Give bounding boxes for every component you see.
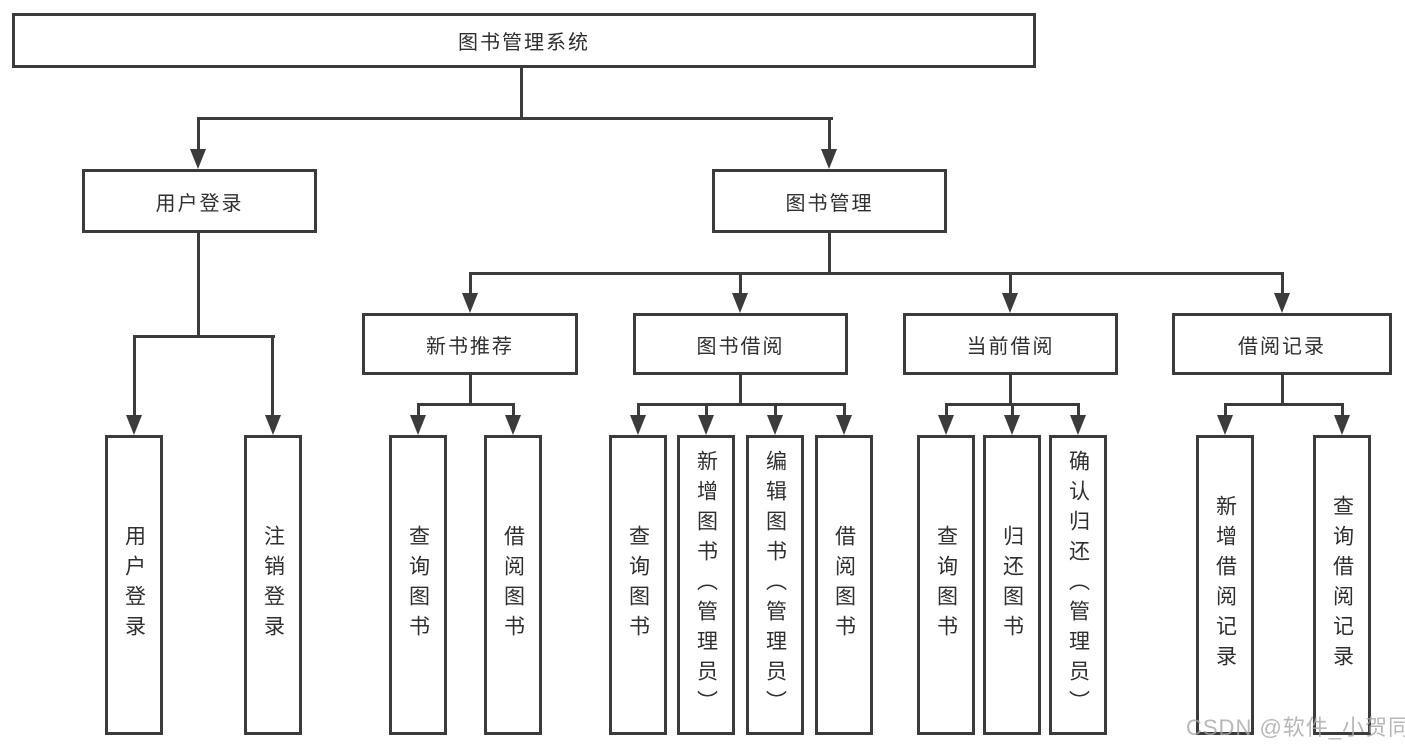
node-label: 注销登录 <box>261 525 285 645</box>
arrow-down-icon <box>630 415 646 435</box>
arrow-down-icon <box>1002 293 1018 313</box>
connector-line <box>271 335 274 417</box>
arrow-down-icon <box>1274 293 1290 313</box>
connector-line <box>739 272 742 295</box>
arrow-down-icon <box>767 415 783 435</box>
node-query-books-recommend: 查询图书 <box>389 435 447 735</box>
node-book-management: 图书管理 <box>712 169 947 233</box>
node-label: 图书借阅 <box>696 335 785 358</box>
node-library-management-system: 图书管理系统 <box>12 13 1036 68</box>
connector-line <box>133 335 136 417</box>
arrow-down-icon <box>265 415 281 435</box>
connector-line <box>1224 403 1227 417</box>
connector-line <box>512 403 515 417</box>
node-user-login: 用户登录 <box>82 169 317 233</box>
arrow-down-icon <box>126 415 142 435</box>
csdn-watermark: CSDN @软件_小贺同学 <box>1186 715 1405 740</box>
node-label: 借阅图书 <box>832 525 856 645</box>
connector-line <box>469 272 1284 275</box>
arrow-down-icon <box>505 415 521 435</box>
node-label: 新增借阅记录 <box>1213 495 1237 675</box>
node-new-book-recommendation: 新书推荐 <box>362 313 578 375</box>
connector-line <box>1224 403 1344 406</box>
node-borrow-books-recommend: 借阅图书 <box>484 435 542 735</box>
arrow-down-icon <box>190 149 206 169</box>
arrow-down-icon <box>1217 415 1233 435</box>
node-label: 查询图书 <box>934 525 958 645</box>
arrow-down-icon <box>836 415 852 435</box>
node-borrowing-records: 借阅记录 <box>1172 313 1392 375</box>
arrow-down-icon <box>821 149 837 169</box>
arrow-down-icon <box>410 415 426 435</box>
connector-line <box>705 403 708 417</box>
node-add-borrow-record: 新增借阅记录 <box>1196 435 1254 735</box>
connector-line <box>417 403 515 406</box>
connector-line <box>1281 375 1284 405</box>
node-label: 编辑图书（管理员） <box>763 450 787 720</box>
node-label: 图书管理系统 <box>458 32 590 54</box>
node-label: 借阅记录 <box>1238 335 1326 358</box>
node-label: 归还图书 <box>1000 525 1024 645</box>
connector-line <box>469 375 472 405</box>
node-add-book-admin: 新增图书（管理员） <box>677 435 735 735</box>
connector-line <box>197 117 833 120</box>
node-label: 借阅图书 <box>501 525 525 645</box>
connector-line <box>945 403 948 417</box>
node-label: 用户登录 <box>155 192 244 215</box>
connector-line <box>1341 403 1344 417</box>
connector-line <box>1281 272 1284 295</box>
arrow-down-icon <box>1334 415 1350 435</box>
connector-line <box>469 272 472 295</box>
arrow-down-icon <box>462 293 478 313</box>
node-label: 用户登录 <box>122 525 146 645</box>
connector-line <box>774 403 777 417</box>
connector-line <box>197 117 200 153</box>
connector-line <box>197 233 200 337</box>
arrow-down-icon <box>1070 415 1086 435</box>
node-edit-book-admin: 编辑图书（管理员） <box>746 435 804 735</box>
connector-line <box>417 403 420 417</box>
arrow-down-icon <box>698 415 714 435</box>
connector-line <box>739 375 742 405</box>
node-label: 查询借阅记录 <box>1330 495 1354 675</box>
node-user-login-action: 用户登录 <box>105 435 163 735</box>
node-label: 图书管理 <box>785 192 874 215</box>
connector-line <box>828 117 831 153</box>
node-label: 新书推荐 <box>426 335 514 358</box>
node-query-books-current: 查询图书 <box>917 435 975 735</box>
node-label: 当前借阅 <box>966 335 1055 358</box>
node-label: 查询图书 <box>626 525 650 645</box>
connector-line <box>637 403 640 417</box>
node-return-book: 归还图书 <box>983 435 1041 735</box>
connector-line <box>133 335 275 338</box>
node-label: 新增图书（管理员） <box>694 450 718 720</box>
connector-line <box>828 233 831 275</box>
node-confirm-return-admin: 确认归还（管理员） <box>1049 435 1107 735</box>
node-query-borrow-record: 查询借阅记录 <box>1313 435 1371 735</box>
node-book-borrowing: 图书借阅 <box>633 313 848 375</box>
node-borrow-books: 借阅图书 <box>815 435 873 735</box>
node-label: 查询图书 <box>406 525 430 645</box>
connector-line <box>1011 403 1014 417</box>
node-current-borrowing: 当前借阅 <box>903 313 1118 375</box>
node-label: 确认归还（管理员） <box>1066 450 1090 720</box>
connector-line <box>1009 272 1012 295</box>
connector-line <box>1009 375 1012 405</box>
node-logout: 注销登录 <box>244 435 302 735</box>
node-query-books-borrow: 查询图书 <box>609 435 667 735</box>
arrow-down-icon <box>732 293 748 313</box>
connector-line <box>520 68 523 119</box>
connector-line <box>1077 403 1080 417</box>
arrow-down-icon <box>938 415 954 435</box>
arrow-down-icon <box>1004 415 1020 435</box>
connector-line <box>637 403 846 406</box>
connector-line <box>843 403 846 417</box>
